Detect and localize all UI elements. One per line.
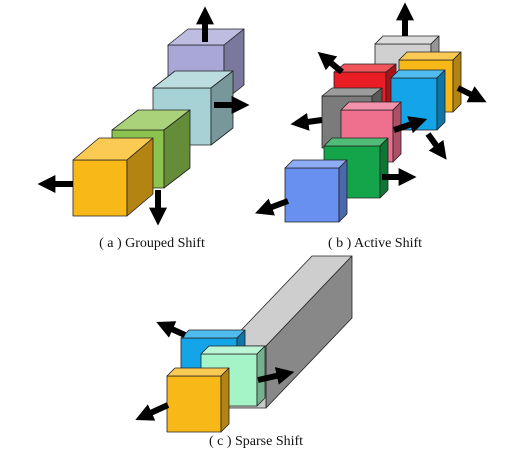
cube-front-face <box>166 375 222 433</box>
arrow-right <box>257 367 295 385</box>
cube-side-face <box>126 137 154 217</box>
cube-top-face <box>200 345 266 355</box>
cube-top-face <box>340 101 402 111</box>
arrow-upleft <box>156 321 187 338</box>
cube-top-face <box>398 51 462 61</box>
panel-c-sparse-shift <box>135 255 353 433</box>
panel-a-grouped-shift <box>37 6 250 226</box>
cube-front-face <box>72 159 128 217</box>
arrow-upleft <box>317 51 344 75</box>
cube-side-face <box>256 345 266 407</box>
cube-top-face <box>323 137 389 147</box>
panel-b-active-shift <box>255 2 487 223</box>
cube-side-face <box>452 51 462 113</box>
arrow-left <box>255 198 290 216</box>
cube-side-face <box>338 159 348 223</box>
caption-b: ( b ) Active Shift <box>328 236 422 251</box>
cube-top-face <box>166 367 230 377</box>
cube-periwinkle <box>284 159 348 223</box>
caption-a: ( a ) Grouped Shift <box>99 236 205 251</box>
cube-top-face <box>390 69 446 79</box>
cube-top-face <box>333 63 397 73</box>
cube-side-face <box>379 137 389 199</box>
cube-side-face <box>220 367 230 433</box>
cube-front-face <box>284 167 340 223</box>
arrow-left <box>135 402 170 421</box>
arrow-right <box>393 116 428 134</box>
cube-gold <box>166 367 230 433</box>
arrow-downright <box>456 85 487 103</box>
cube-gold <box>72 137 154 217</box>
cube-top-face <box>374 35 440 45</box>
cube-top-face <box>284 159 348 169</box>
cube-side-face <box>436 69 446 131</box>
arrow-downright <box>425 132 447 160</box>
cube-top-face <box>180 329 246 339</box>
caption-c: ( c ) Sparse Shift <box>209 434 303 449</box>
arrow-left <box>290 112 323 131</box>
cube-side-face <box>163 109 191 189</box>
